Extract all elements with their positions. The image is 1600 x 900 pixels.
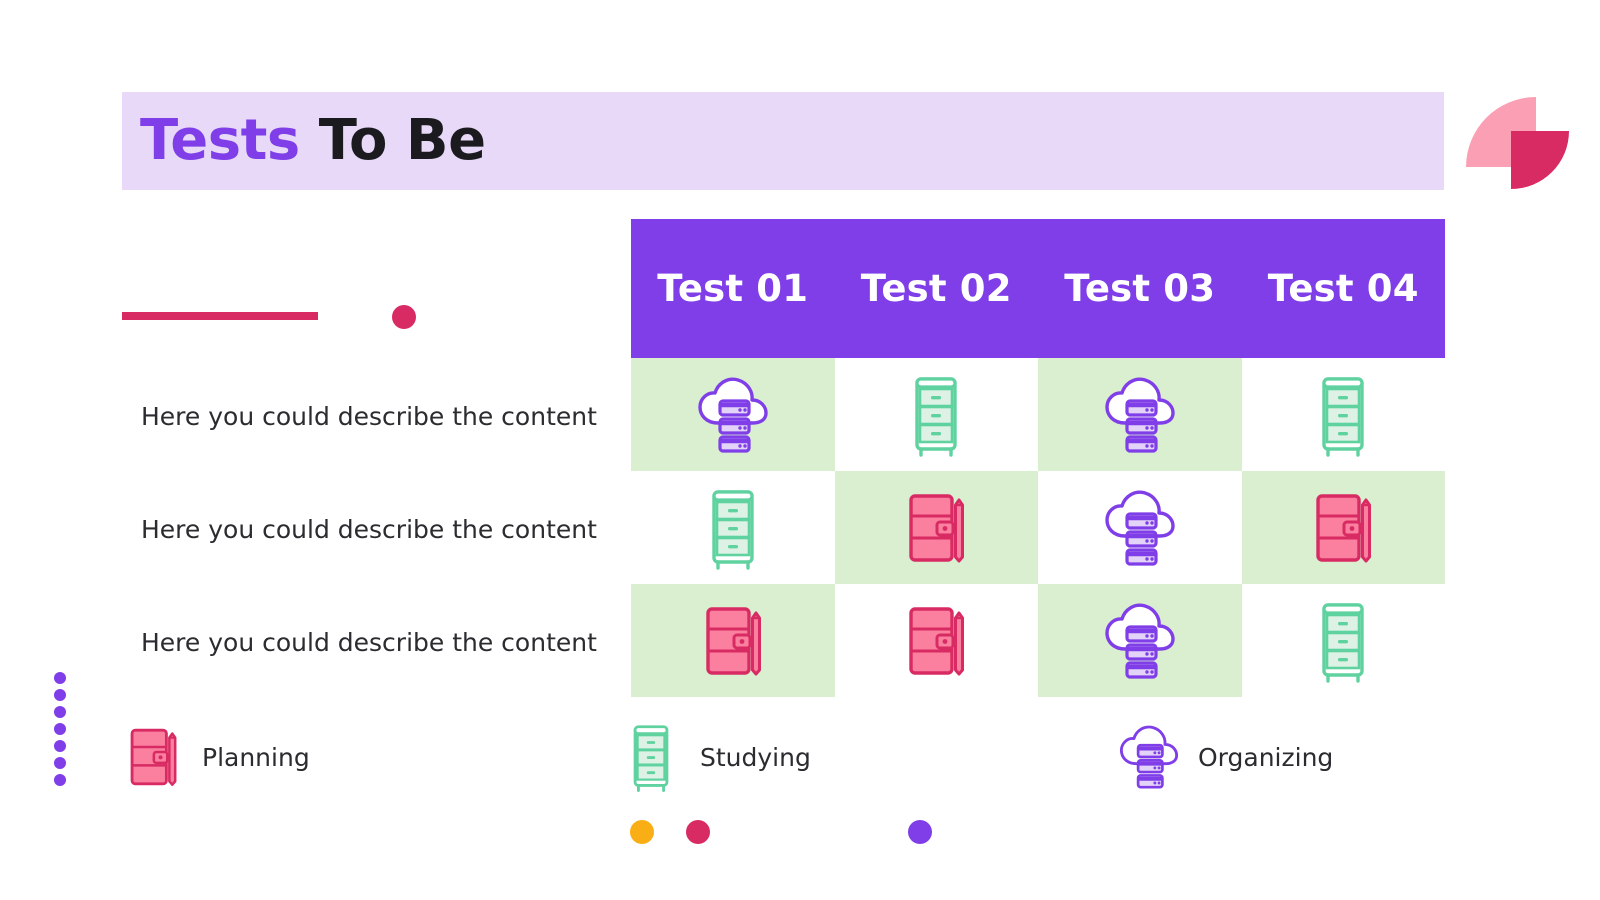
cloud-server-icon: [1118, 716, 1180, 798]
page-title-accent: Tests: [140, 108, 300, 173]
matrix-cell-r2-c2[interactable]: [834, 471, 1038, 584]
dot-amber-icon: [630, 820, 654, 844]
matrix-cell-r3-c1[interactable]: [631, 584, 835, 697]
dot-column: [54, 672, 66, 786]
matrix-cell-r2-c3[interactable]: [1038, 471, 1242, 584]
table-row: [631, 358, 1445, 471]
table-row: [631, 471, 1445, 584]
cloud-server-icon: [696, 377, 770, 453]
dot-purple-icon: [54, 740, 66, 752]
file-cabinet-icon: [620, 716, 682, 798]
title-band: [122, 92, 1444, 190]
file-cabinet-icon: [899, 376, 973, 457]
dot-purple-icon: [54, 689, 66, 701]
notebook-pen-icon: [1306, 493, 1380, 562]
matrix-header-row: Test 01 Test 02 Test 03 Test 04: [631, 219, 1445, 358]
legend-item-studying[interactable]: Studying: [620, 716, 811, 798]
page-title: Tests To Be: [140, 108, 486, 174]
dot-crimson-icon: [392, 305, 416, 329]
file-cabinet-icon: [696, 489, 770, 570]
notebook-pen-icon: [696, 606, 770, 675]
dot-purple-icon: [54, 774, 66, 786]
matrix-cell-r3-c2[interactable]: [834, 584, 1038, 697]
dot-purple-icon: [54, 723, 66, 735]
cloud-server-icon: [1103, 603, 1177, 679]
matrix-cell-r1-c1[interactable]: [631, 358, 835, 471]
dot-purple-bottom-icon: [908, 820, 932, 844]
dot-purple-icon: [54, 672, 66, 684]
column-header-test-02[interactable]: Test 02: [834, 219, 1038, 358]
dot-purple-icon: [54, 757, 66, 769]
column-header-test-01[interactable]: Test 01: [631, 219, 835, 358]
legend-item-planning[interactable]: Planning: [122, 716, 310, 798]
table-row: [631, 584, 1445, 697]
dot-crimson-bottom-icon: [686, 820, 710, 844]
legend-item-organizing[interactable]: Organizing: [1118, 716, 1333, 798]
legend-label: Planning: [202, 742, 310, 772]
cloud-server-icon: [1103, 490, 1177, 566]
matrix-cell-r1-c3[interactable]: [1038, 358, 1242, 471]
matrix-cell-r2-c1[interactable]: [631, 471, 835, 584]
row-label: Here you could describe the content: [141, 628, 597, 657]
notebook-pen-icon: [899, 606, 973, 675]
legend: Planning Studying Organizing: [0, 716, 1600, 798]
page-title-plain: To Be: [318, 108, 486, 173]
matrix-cell-r2-c4[interactable]: [1241, 471, 1445, 584]
dot-purple-icon: [54, 706, 66, 718]
matrix-cell-r3-c3[interactable]: [1038, 584, 1242, 697]
matrix-body: [631, 358, 1445, 697]
column-header-test-04[interactable]: Test 04: [1241, 219, 1445, 358]
matrix-cell-r1-c2[interactable]: [834, 358, 1038, 471]
notebook-pen-icon: [899, 493, 973, 562]
row-label: Here you could describe the content: [141, 402, 597, 431]
matrix-cell-r3-c4[interactable]: [1241, 584, 1445, 697]
column-header-test-03[interactable]: Test 03: [1038, 219, 1242, 358]
notebook-pen-icon: [122, 716, 184, 798]
file-cabinet-icon: [1306, 376, 1380, 457]
underline-bar: [122, 312, 318, 320]
quarter-circle-dark-icon: [1511, 131, 1569, 189]
matrix-cell-r1-c4[interactable]: [1241, 358, 1445, 471]
comparison-matrix: Test 01 Test 02 Test 03 Test 04: [631, 219, 1445, 697]
row-label: Here you could describe the content: [141, 515, 597, 544]
cloud-server-icon: [1103, 377, 1177, 453]
file-cabinet-icon: [1306, 602, 1380, 683]
legend-label: Studying: [700, 742, 811, 772]
legend-label: Organizing: [1198, 742, 1334, 772]
